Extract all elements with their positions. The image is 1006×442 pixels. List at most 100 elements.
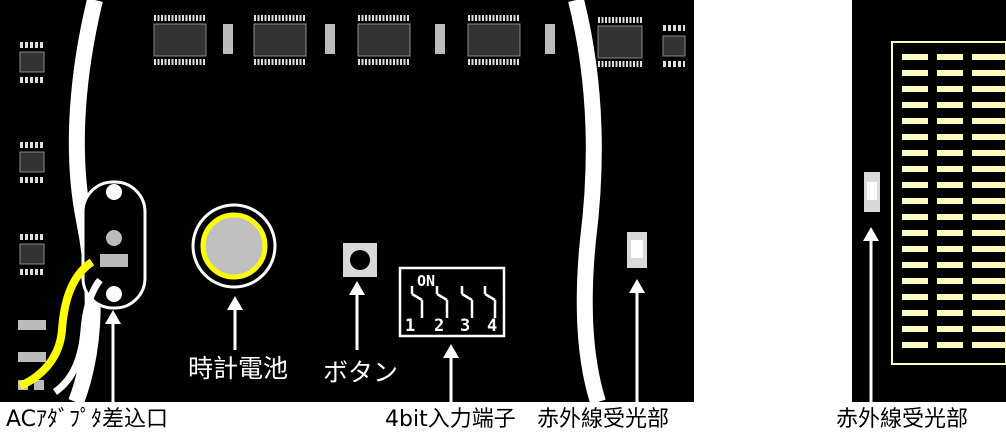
- led-segment: [972, 166, 1006, 172]
- led-segment: [972, 262, 1006, 268]
- led-segment: [937, 86, 963, 92]
- dip-switch: [398, 266, 506, 338]
- led-segment: [937, 54, 963, 60]
- led-segment: [902, 102, 928, 108]
- led-segment: [902, 134, 928, 140]
- led-segment: [937, 214, 963, 220]
- top-ic-chips: [153, 15, 686, 67]
- ir-receiver-right-label: 赤外線受光部: [836, 407, 969, 432]
- led-segment: [972, 198, 1006, 204]
- led-segment: [972, 150, 1006, 156]
- led-segment: [972, 86, 1006, 92]
- small-pad-2: [18, 352, 46, 362]
- led-segment: [972, 342, 1006, 348]
- led-segment: [937, 294, 963, 300]
- led-segment: [902, 342, 928, 348]
- led-segment: [972, 230, 1006, 236]
- led-segment: [902, 198, 928, 204]
- led-segment: [972, 70, 1006, 76]
- led-segment: [937, 198, 963, 204]
- led-segment: [937, 342, 963, 348]
- led-matrix-frame: [891, 41, 1006, 365]
- led-matrix: [902, 54, 1006, 348]
- led-segment: [937, 166, 963, 172]
- led-segment: [972, 118, 1006, 124]
- led-segment: [972, 54, 1006, 60]
- left-circuit-board: [0, 0, 694, 402]
- push-button: [343, 243, 377, 277]
- ac-adapter-label: ACｱﾀﾞﾌﾟﾀ差込口: [6, 407, 169, 432]
- dip-switch-on-label: ON: [417, 272, 436, 290]
- led-segment: [972, 310, 1006, 316]
- led-segment: [902, 326, 928, 332]
- left-board-arrows: [105, 279, 645, 402]
- led-segment: [902, 246, 928, 252]
- ic-chip-4: [467, 15, 521, 65]
- led-segment: [972, 246, 1006, 252]
- resistor-1: [223, 24, 233, 54]
- led-segment: [972, 214, 1006, 220]
- dip-switch-number-3: 3: [460, 316, 471, 336]
- resistor-3: [435, 24, 445, 54]
- dip-switch-number-2: 2: [434, 316, 445, 336]
- ic-chip-5: [597, 17, 643, 67]
- led-segment: [937, 326, 963, 332]
- led-segment: [972, 326, 1006, 332]
- led-segment: [902, 86, 928, 92]
- small-pad-1: [18, 320, 46, 330]
- led-segment: [937, 70, 963, 76]
- small-chip-1: [19, 42, 45, 83]
- led-segment: [902, 214, 928, 220]
- battery-label: 時計電池: [188, 354, 289, 383]
- led-segment: [937, 182, 963, 188]
- led-segment: [902, 182, 928, 188]
- led-segment: [972, 134, 1006, 140]
- led-segment: [902, 262, 928, 268]
- small-pad-4: [34, 380, 44, 390]
- led-segment: [902, 70, 928, 76]
- led-segment: [902, 118, 928, 124]
- led-segment: [972, 182, 1006, 188]
- right-cut-strip: [568, 0, 606, 405]
- led-segment: [972, 294, 1006, 300]
- dip-switch-number-4: 4: [487, 316, 498, 336]
- led-segment: [937, 262, 963, 268]
- ic-chip-3: [357, 15, 411, 65]
- resistor-4: [545, 24, 555, 54]
- ir-receiver-left-label: 赤外線受光部: [537, 407, 670, 432]
- led-segment: [937, 150, 963, 156]
- clock-battery: [191, 203, 277, 289]
- right-led-panel: [852, 0, 1006, 402]
- led-segment: [937, 230, 963, 236]
- led-segment: [902, 278, 928, 284]
- led-segment: [937, 102, 963, 108]
- dip-switch-label: 4bit入力端子: [385, 407, 516, 432]
- led-segment: [937, 310, 963, 316]
- led-segment: [937, 134, 963, 140]
- ir-receiver-right-component: [864, 172, 880, 212]
- led-segment: [902, 230, 928, 236]
- led-segment: [902, 54, 928, 60]
- small-chip-2: [19, 142, 45, 183]
- yellow-wire: [18, 258, 95, 390]
- led-segment: [972, 102, 1006, 108]
- led-segment: [902, 294, 928, 300]
- led-segment: [902, 166, 928, 172]
- led-segment: [937, 246, 963, 252]
- white-wire: [52, 277, 103, 395]
- led-segment: [937, 278, 963, 284]
- led-segment: [902, 310, 928, 316]
- ic-chip-2: [253, 15, 307, 65]
- dip-switch-number-1: 1: [405, 316, 416, 336]
- led-segment: [937, 118, 963, 124]
- button-label: ボタン: [323, 358, 399, 387]
- resistor-2: [325, 24, 335, 54]
- led-segment: [902, 150, 928, 156]
- arrow-ir-right: [863, 227, 879, 402]
- small-chip-top-right: [662, 25, 686, 67]
- small-chip-3: [19, 234, 45, 275]
- ic-chip-1: [153, 15, 207, 65]
- ir-receiver-left-component: [627, 232, 647, 268]
- ac-adapter-jack: [81, 180, 147, 310]
